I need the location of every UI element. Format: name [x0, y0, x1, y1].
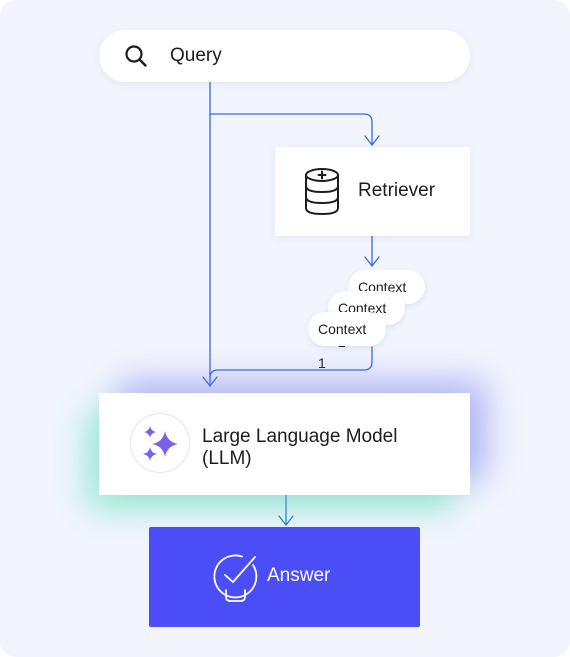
search-icon — [125, 45, 147, 67]
retriever-label: Retriever — [358, 180, 436, 201]
sparkles-icon — [143, 426, 178, 461]
llm-to-answer-arrowhead — [278, 515, 294, 526]
llm-node: Large Language Model (LLM) — [99, 393, 470, 495]
retriever-node: Retriever — [275, 147, 470, 236]
context-to-llm-line — [209, 346, 373, 379]
retriever-to-context-arrowhead — [364, 256, 380, 267]
query-to-llm-arrowhead — [202, 376, 218, 387]
database-icon — [305, 168, 339, 215]
context-chip-1: Context 1 — [308, 312, 386, 371]
query-to-retriever-arrowhead — [364, 135, 380, 146]
llm-icon-badge — [130, 413, 190, 473]
query-label: Query — [170, 45, 222, 66]
lightbulb-check-icon — [213, 554, 258, 602]
query-to-retriever-line — [209, 113, 373, 146]
query-node: Query — [99, 30, 470, 82]
answer-label: Answer — [267, 565, 331, 586]
llm-label: Large Language Model (LLM) — [202, 426, 398, 469]
answer-node: Answer — [149, 527, 420, 627]
